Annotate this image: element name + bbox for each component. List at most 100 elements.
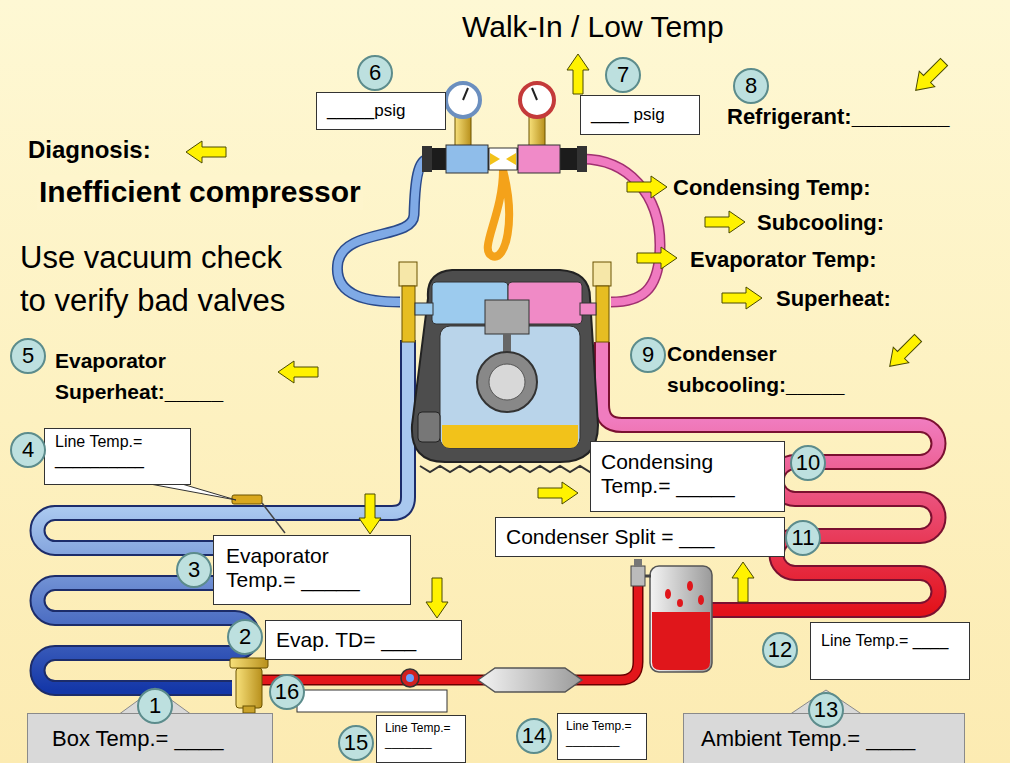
gauge-hoses — [580, 159, 660, 302]
reading-box: Line Temp.= ________ — [557, 713, 647, 760]
reading-box: ____ psig — [580, 95, 700, 135]
yellow-arrows — [732, 562, 754, 602]
yellow-arrows — [567, 54, 589, 94]
gauge-manifold — [422, 146, 432, 172]
callout-circle: 5 — [10, 338, 46, 374]
callout-circle: 12 — [762, 632, 798, 668]
receiver — [645, 575, 651, 578]
service-valves — [415, 303, 433, 315]
callout-circle: 9 — [630, 337, 666, 373]
filter-drier — [478, 668, 582, 692]
reading-box: _____psig — [316, 92, 446, 130]
gauge-manifold — [446, 145, 488, 173]
callout-circle: 1 — [137, 688, 173, 724]
callout-number: 14 — [522, 723, 546, 748]
compressor — [418, 412, 440, 442]
gauge-manifold — [446, 83, 480, 117]
sight-glass — [401, 669, 419, 687]
callout-number: 4 — [22, 437, 34, 462]
reading-box: Line Temp.= ____ — [810, 622, 970, 680]
callout-circle: 11 — [785, 520, 821, 556]
callout-number: 1 — [149, 693, 161, 718]
gauge-manifold — [489, 148, 517, 170]
gauge-manifold — [455, 116, 471, 148]
annotation-text: Evaporator Superheat:_____ — [55, 345, 270, 407]
reading-box: Condenser Split = ___ — [495, 517, 785, 557]
callout-circle: 7 — [605, 57, 641, 93]
annotation-text: Diagnosis: — [28, 136, 151, 164]
annotation-text: Subcooling: — [757, 210, 884, 235]
evaporator-coil — [150, 484, 236, 500]
filter-drier — [478, 668, 582, 692]
reading-box: Line Temp.= __________ — [44, 428, 191, 485]
service-valves — [580, 303, 596, 315]
receiver — [665, 589, 671, 599]
receiver — [698, 595, 704, 605]
reading-text: Line Temp.= ________ — [566, 720, 638, 748]
receiver — [652, 612, 710, 670]
callout-number: 5 — [22, 343, 34, 368]
gauge-hoses — [580, 159, 660, 302]
yellow-arrows — [186, 141, 226, 163]
reading-text: Evap. TD= ___ — [276, 628, 451, 652]
service-valves — [399, 262, 417, 286]
sight-glass — [401, 669, 419, 687]
gauge-manifold — [463, 88, 468, 100]
receiver — [650, 566, 712, 672]
service-valves — [593, 262, 611, 286]
reading-box: Line Temp.= _______ — [376, 715, 466, 763]
callout-circle: 10 — [790, 445, 826, 481]
yellow-arrows — [908, 54, 952, 98]
yellow-arrows — [637, 247, 677, 269]
yellow-arrows — [722, 287, 762, 309]
reading-text: Ambient Temp.= ____ — [701, 726, 947, 751]
reading-text: Line Temp.= ____ — [821, 632, 959, 650]
receiver — [687, 581, 693, 591]
yellow-arrows — [278, 361, 318, 383]
receiver — [631, 559, 712, 672]
compressor — [485, 300, 529, 334]
expansion-valve — [230, 658, 268, 668]
callout-circle: 14 — [516, 718, 552, 754]
gauge-hoses — [488, 170, 509, 257]
reading-text: ____ psig — [591, 105, 689, 125]
yellow-arrows — [359, 494, 381, 534]
callout-circle: 2 — [227, 619, 263, 655]
callout-number: 16 — [275, 679, 299, 704]
service-valves — [399, 262, 611, 342]
callout-number: 11 — [792, 525, 815, 550]
service-valves — [596, 286, 609, 342]
expansion-valve — [243, 706, 255, 713]
callout-circle: 16 — [269, 674, 305, 710]
gauge-manifold — [490, 153, 500, 165]
diagram-title: Walk-In / Low Temp — [462, 10, 724, 45]
callout-number: 10 — [796, 450, 820, 475]
compressor — [477, 352, 537, 412]
annotation-text: Inefficient compressor — [37, 175, 363, 210]
reading-box: Condensing Temp.= _____ — [590, 441, 785, 512]
callout-circle: 15 — [338, 725, 374, 761]
annotation-text: Use vacuum check to verify bad valves — [20, 236, 312, 322]
reading-text: Line Temp.= __________ — [55, 433, 180, 470]
evaporator-coil — [262, 503, 285, 533]
gauge-manifold — [532, 88, 537, 100]
blank-box — [297, 690, 447, 712]
callout-circle: 13 — [808, 692, 844, 728]
annotation-text: Condenser subcooling:_____ — [667, 338, 897, 400]
yellow-arrows — [705, 211, 745, 233]
compressor — [442, 425, 578, 448]
blank-box — [297, 690, 447, 712]
yellow-arrows — [426, 578, 448, 618]
gauge-manifold — [422, 83, 587, 173]
callout-number: 8 — [745, 73, 757, 98]
callout-circle: 6 — [357, 55, 393, 91]
gauge-hoses — [337, 159, 660, 302]
yellow-arrows — [538, 482, 578, 504]
receiver — [631, 566, 645, 586]
callout-number: 13 — [814, 697, 838, 722]
compressor — [489, 364, 525, 400]
compressor — [412, 270, 598, 462]
callout-number: 2 — [239, 624, 251, 649]
callout-number: 7 — [617, 62, 629, 87]
